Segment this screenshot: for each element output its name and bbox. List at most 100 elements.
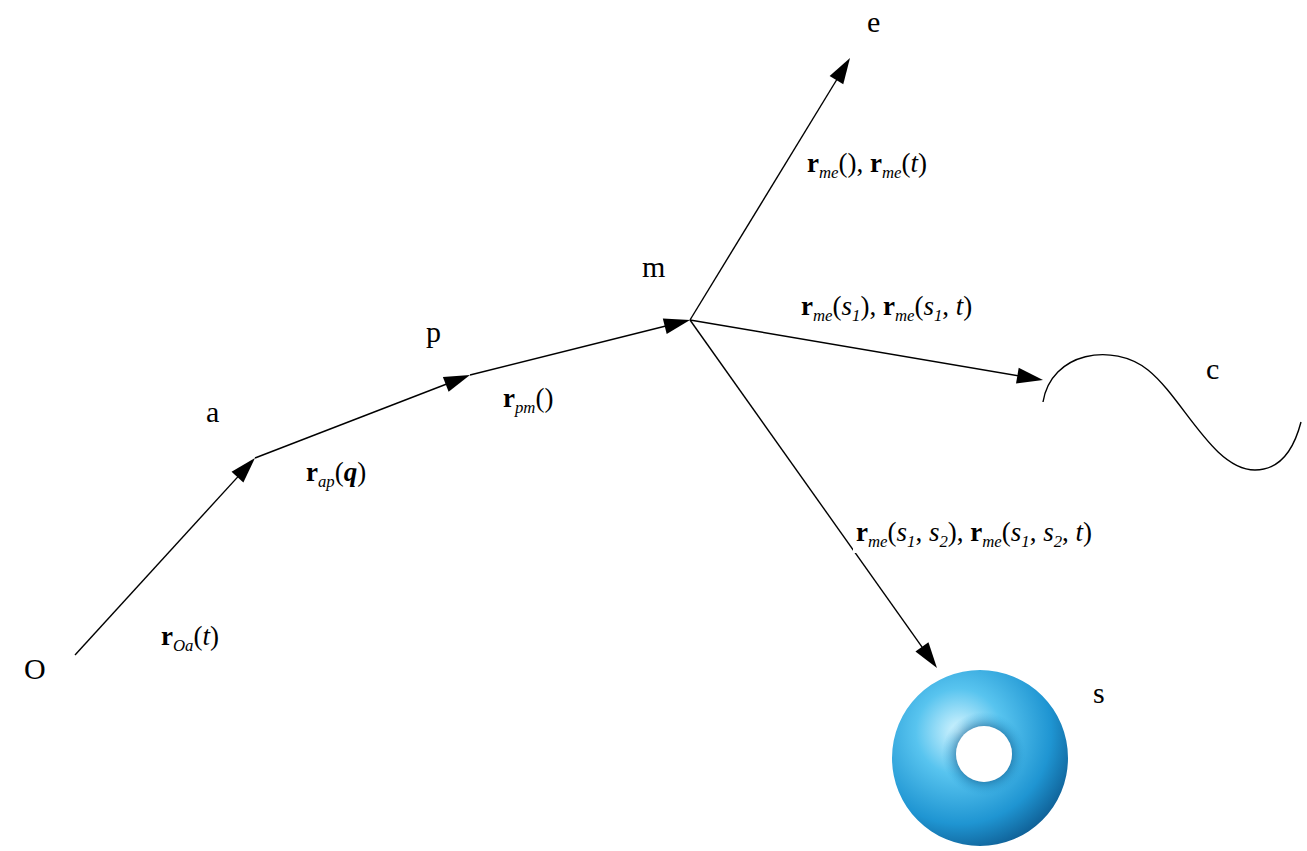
label-part: 1 [852, 306, 860, 325]
arrow-head [443, 375, 470, 392]
arrow-head [915, 642, 937, 668]
vector-label: rpm() [500, 382, 556, 419]
arrow-shaft [690, 76, 839, 320]
label-part: ( [901, 148, 910, 178]
label-part: ( [335, 457, 344, 487]
label-part: t [910, 148, 918, 178]
label-part: t [202, 621, 210, 651]
label-part: () [535, 383, 553, 413]
point-name: p [426, 315, 441, 348]
torus-hole [956, 726, 1012, 782]
label-part: ( [1002, 517, 1011, 547]
label-part: s [1043, 517, 1054, 547]
point-label-node: p [420, 315, 470, 375]
label-part: , [1030, 517, 1044, 547]
vector-arrow [690, 58, 850, 320]
arrow-head [232, 458, 255, 483]
label-part: Oa [173, 636, 193, 655]
label-part: ) [918, 148, 927, 178]
label-part: ), [948, 517, 971, 547]
label-part: ) [357, 457, 366, 487]
label-part: r [870, 148, 882, 178]
arrow-head [830, 58, 850, 84]
label-part: ap [318, 472, 335, 491]
label-part: r [503, 383, 515, 413]
point-name: a [206, 395, 219, 428]
label-part: , [915, 517, 929, 547]
curve-shape [1043, 340, 1303, 480]
arrow-shaft [470, 325, 670, 375]
label-part: s [923, 291, 934, 321]
arrow-shaft [75, 473, 241, 655]
point-name: e [867, 5, 880, 38]
label-part: 2 [1054, 532, 1062, 551]
shape-node: c [1043, 340, 1303, 480]
label-part: 1 [934, 306, 942, 325]
arrow-shaft [255, 382, 451, 458]
label-part: me [819, 163, 839, 182]
label-part: ( [833, 291, 842, 321]
label-part: s [897, 517, 908, 547]
label-part: t [1076, 517, 1084, 547]
label-part: me [895, 306, 915, 325]
label-part: t [956, 291, 964, 321]
label-part: me [882, 163, 902, 182]
point-label-node: m [638, 250, 690, 320]
arrow-head [663, 319, 690, 335]
shape-node: s [890, 668, 1070, 848]
label-part: 2 [939, 532, 947, 551]
label-part: me [868, 532, 888, 551]
label-part: ) [210, 621, 219, 651]
label-part: r [856, 517, 868, 547]
point-label-node: e [850, 3, 895, 58]
label-part: 1 [1021, 532, 1029, 551]
label-part: , [942, 291, 956, 321]
vector-label: rap(q) [303, 456, 369, 493]
vector-arrow [75, 458, 255, 655]
point-label-node: a [200, 395, 255, 458]
arrow-shaft [690, 320, 1022, 377]
point-name: O [24, 652, 46, 685]
label-part: q [344, 457, 358, 487]
vector-arrow [470, 319, 690, 375]
label-part: r [883, 291, 895, 321]
label-part: ( [914, 291, 923, 321]
vector-label: rme(s1, s2), rme(s1, s2, t) [853, 516, 1095, 553]
vector-arrow [255, 375, 470, 458]
label-part: s [1011, 517, 1022, 547]
vector-arrow [690, 320, 1043, 384]
point-name: c [1206, 352, 1219, 385]
arrow-shaft [690, 320, 925, 651]
torus-surface [890, 668, 1070, 848]
label-part: r [306, 457, 318, 487]
curve-line [1043, 355, 1301, 470]
label-part: r [807, 148, 819, 178]
label-part: ), [860, 291, 883, 321]
label-part: (), [839, 148, 870, 178]
label-part: , [1062, 517, 1076, 547]
label-part: ( [888, 517, 897, 547]
point-name: m [642, 250, 665, 283]
point-label-node: O [22, 640, 75, 690]
label-part: 1 [907, 532, 915, 551]
arrow-head [1016, 368, 1043, 384]
label-part: ) [1083, 517, 1092, 547]
label-part: r [970, 517, 982, 547]
label-part: s [929, 517, 940, 547]
vector-label: rOa(t) [158, 620, 222, 657]
vector-arrow [690, 320, 937, 668]
torus-body [892, 670, 1068, 846]
label-part: s [842, 291, 853, 321]
torus-inner-shade [942, 712, 1026, 796]
label-part: ( [193, 621, 202, 651]
label-part: r [161, 621, 173, 651]
label-part: ) [963, 291, 972, 321]
label-part: me [813, 306, 833, 325]
label-part: r [801, 291, 813, 321]
label-part: pm [515, 398, 535, 417]
vector-label: rme(s1), rme(s1, t) [798, 290, 975, 327]
point-name: s [1093, 676, 1105, 709]
